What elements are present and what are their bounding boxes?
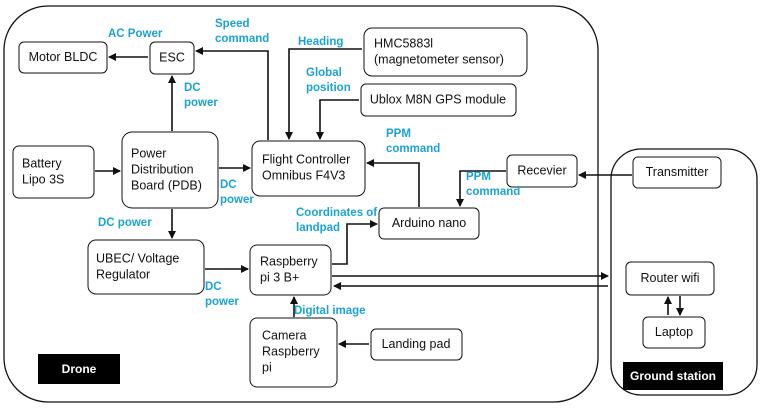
hmc5883l-node: HMC5883l(magnetometer sensor): [363, 27, 528, 77]
arrow-arduino-to-fc: [366, 159, 420, 207]
landing-pad-node-label: Landing pad: [382, 337, 451, 351]
esc-node-label: ESC: [159, 50, 185, 64]
hmc5883l-node-label: HMC5883l(magnetometer sensor): [374, 36, 504, 66]
arrow-gps-to-fc: [316, 99, 359, 140]
arrow-rpi-to-arduino: [332, 220, 378, 265]
router-wifi-node: Router wifi: [625, 261, 715, 296]
motor-bldc-node-label: Motor BLDC: [29, 50, 98, 64]
arduino-nano-node-label: Arduino nano: [392, 216, 466, 230]
label-ac-power: AC Power: [108, 28, 163, 40]
svg-text:Drone: Drone: [62, 362, 97, 376]
landing-pad-node: Landing pad: [370, 328, 463, 361]
arrow-hmc-to-fc: [285, 48, 362, 140]
transmitter-node-label: Transmitter: [646, 165, 709, 179]
receiver-node-label: Recevier: [517, 163, 566, 177]
gps-module-node-label: Ublox M8N GPS module: [370, 92, 506, 106]
receiver-node: Recevier: [506, 154, 578, 188]
drone-tag: Drone: [38, 354, 120, 384]
router-wifi-node-label: Router wifi: [640, 271, 699, 285]
arrow-fc-to-esc: [195, 47, 269, 140]
ground-station-container: [610, 148, 758, 396]
label-digital-image: Digital image: [294, 305, 366, 317]
arrow-receiver-to-arduino: [456, 170, 506, 207]
gps-module-node: Ublox M8N GPS module: [360, 83, 517, 117]
motor-bldc-node: Motor BLDC: [18, 41, 108, 74]
transmitter-node: Transmitter: [632, 156, 722, 189]
label-dc-power-ubec: DC power: [98, 217, 152, 229]
svg-text:Ground station: Ground station: [630, 369, 716, 383]
label-heading: Heading: [298, 36, 343, 48]
esc-node: ESC: [149, 41, 195, 75]
laptop-node: Laptop: [642, 316, 706, 349]
ground-station-tag: Ground station: [623, 362, 723, 390]
drone-container: [3, 5, 599, 403]
arduino-nano-node: Arduino nano: [378, 207, 480, 240]
laptop-node-label: Laptop: [655, 325, 693, 339]
